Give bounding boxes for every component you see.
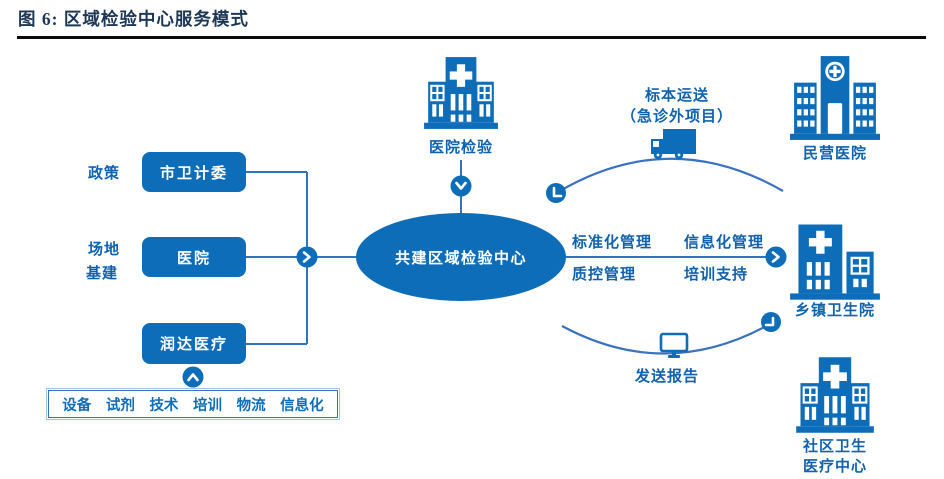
private-hospital-icon xyxy=(790,56,880,140)
annotation-infrastructure: 基建 xyxy=(86,265,119,282)
specimen-arc xyxy=(557,157,784,193)
services-chip-bar: 设备 试剂 技术 培训 物流 信息化 xyxy=(46,388,340,420)
community-center-icon xyxy=(796,357,874,433)
figure-title: 图 6: 区域检验中心服务模式 xyxy=(18,9,249,29)
annotation-site: 场地 xyxy=(88,241,121,258)
chip-logistics: 物流 xyxy=(236,397,266,414)
standardized-management-label: 标准化管理 xyxy=(572,234,653,251)
box-hospital: 医院 xyxy=(142,237,246,277)
hospital-test-label: 医院检验 xyxy=(428,139,493,156)
specimen-transport-line1: 标本运送 xyxy=(644,87,709,104)
quality-control-label: 质控管理 xyxy=(572,266,637,283)
report-label: 发送报告 xyxy=(634,368,699,385)
corner-arrow-end-icon xyxy=(761,312,781,332)
training-support-label: 培训支持 xyxy=(684,266,749,283)
chevron-up-icon xyxy=(182,366,204,388)
truck-icon xyxy=(651,129,696,160)
chip-technology: 技术 xyxy=(149,397,179,414)
center-ellipse: 共建区域检验中心 xyxy=(356,213,566,301)
chip-training: 培训 xyxy=(193,397,223,414)
information-management-label: 信息化管理 xyxy=(684,234,765,251)
hospital-test-icon xyxy=(424,57,498,129)
community-center-label-line1: 社区卫生 xyxy=(802,438,867,455)
chip-reagent: 试剂 xyxy=(105,397,135,414)
chip-informatization: 信息化 xyxy=(280,397,324,414)
community-center-label-line2: 医疗中心 xyxy=(802,458,867,475)
chevron-down-icon xyxy=(450,175,472,197)
arrow-chevron-right-icon xyxy=(765,246,787,268)
chip-equipment: 设备 xyxy=(62,397,92,414)
junction-chevron-right-icon xyxy=(296,246,318,268)
title-rule xyxy=(17,36,926,39)
left-tree-connectors xyxy=(246,171,356,345)
community-center-label: 社区卫生 医疗中心 xyxy=(790,437,880,477)
township-hospital-icon xyxy=(790,224,880,300)
box-health-commission: 市卫计委 xyxy=(142,152,246,192)
specimen-transport-label: 标本运送 （急诊外项目） xyxy=(592,84,762,126)
monitor-icon xyxy=(659,332,689,358)
township-hospital-label: 乡镇卫生院 xyxy=(794,302,875,319)
annotation-policy: 政策 xyxy=(88,165,121,182)
specimen-transport-line2: （急诊外项目） xyxy=(620,108,733,125)
private-hospital-label: 民营医院 xyxy=(802,145,867,162)
corner-arrow-start-icon xyxy=(546,183,566,203)
box-runda-medical: 润达医疗 xyxy=(142,323,246,364)
